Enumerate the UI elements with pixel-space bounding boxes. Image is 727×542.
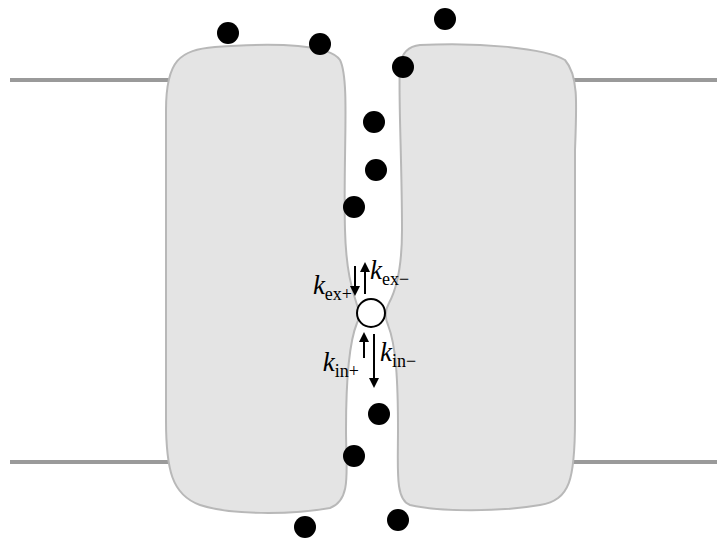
protein-lobe — [386, 44, 576, 510]
protein-lobe — [166, 45, 359, 513]
binding-site — [357, 299, 385, 327]
rate-constant: kex− — [370, 257, 409, 288]
ion-dots — [217, 8, 456, 538]
rate-constant: kin− — [380, 339, 416, 370]
rate-constant: kin+ — [323, 349, 359, 380]
rate-constant: kex+ — [313, 272, 352, 303]
